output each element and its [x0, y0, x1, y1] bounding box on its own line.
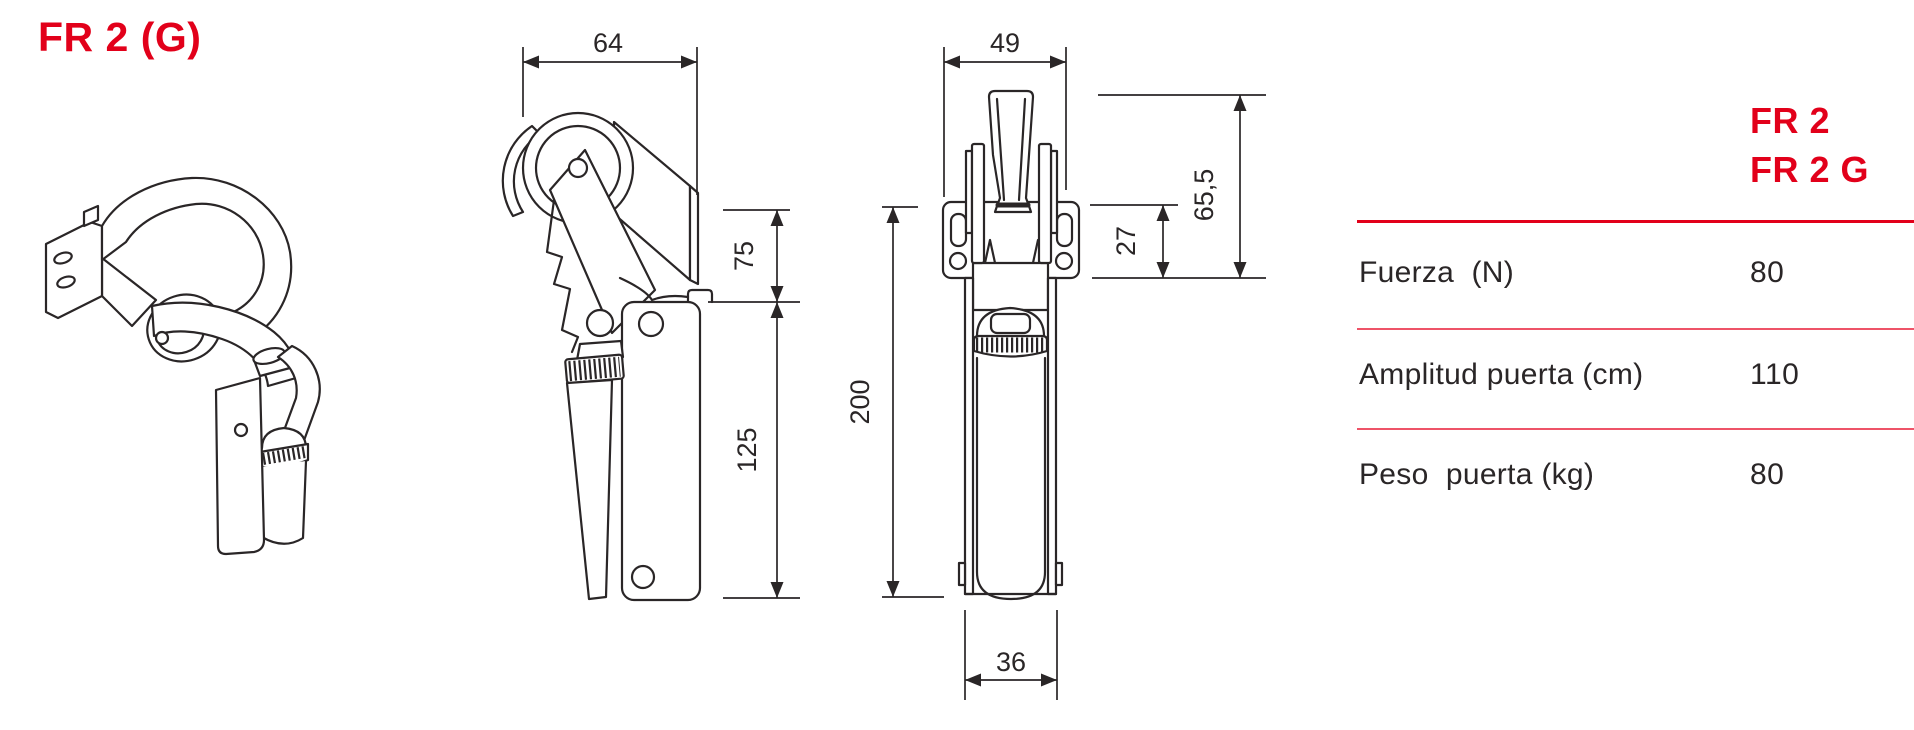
dim-front-upper-height: 65,5 [1189, 169, 1219, 222]
spec-row-label: Peso puerta (kg) [1359, 458, 1595, 491]
dim-side-upper-height: 75 [729, 241, 759, 271]
spec-row-value: 110 [1750, 358, 1800, 391]
door-flap-edge [688, 184, 700, 286]
dim-front-total-height: 200 [845, 379, 875, 424]
pictorial-wall-plate [44, 220, 104, 320]
technical-drawing-canvas: 64 75 125 49 200 65,5 27 36 [44, 28, 1266, 700]
spec-row-value: 80 [1750, 458, 1785, 491]
dim-front-width: 49 [990, 28, 1020, 58]
side-view-drawing [501, 111, 714, 602]
mount-plate-hole [233, 422, 249, 438]
plate-slot-hole [53, 251, 73, 265]
dim-front-bottom-width: 36 [996, 647, 1026, 677]
model-name-line2: FR 2 G [1750, 149, 1870, 190]
cap-knob [989, 312, 1032, 335]
body-block [971, 261, 1050, 312]
dimension-labels: 64 75 125 49 200 65,5 27 36 [593, 28, 1219, 677]
dimension-lines [522, 47, 1266, 700]
mount-plate-front [214, 376, 266, 556]
spec-row-label: Fuerza (N) [1359, 256, 1514, 289]
plate-hole-top [637, 310, 665, 338]
model-name-line1: FR 2 [1750, 100, 1831, 141]
piston-rod [565, 378, 614, 601]
bottom-tab-left [957, 561, 967, 587]
link-curve [618, 276, 690, 302]
pictorial-gusset [100, 256, 158, 328]
hinge-plate-left [970, 142, 986, 265]
knurl-hatching [568, 356, 621, 382]
rail-right [1046, 276, 1058, 596]
link-pivot-hole [154, 330, 170, 346]
wheel-guard [501, 124, 542, 218]
lever-arm-front [987, 89, 1035, 214]
dim-front-plate-drop: 27 [1111, 226, 1141, 256]
spec-table: FR 2 FR 2 G Fuerza (N) 80 Amplitud puert… [1357, 0, 1914, 730]
cylinder-dome [260, 426, 308, 450]
channel-plate [620, 300, 702, 602]
page-title: FR 2 (G) [38, 14, 202, 60]
lower-pivot [585, 308, 615, 338]
hinge-plate-right [1037, 142, 1053, 265]
plate-slot-hole [56, 275, 76, 289]
pictorial-plate-tab [82, 204, 100, 228]
pictorial-drawing [44, 176, 321, 556]
front-view-drawing [941, 89, 1081, 601]
rail-left [963, 276, 975, 596]
knurl-hatching [262, 446, 306, 465]
spec-row-value: 80 [1750, 256, 1785, 289]
casting-steps [545, 198, 580, 354]
spec-row-label: Amplitud puerta (cm) [1359, 358, 1644, 391]
table-row-rule [1357, 328, 1914, 330]
cylinder-body [260, 459, 308, 545]
wheel-pivot-hole [567, 157, 589, 179]
spec-table-column-header: FR 2 FR 2 G [1750, 96, 1869, 194]
plate-hole-right [1054, 251, 1074, 271]
cylinder-body [975, 356, 1047, 601]
dim-side-lower-height: 125 [732, 427, 762, 472]
plate-hole-left [948, 251, 968, 271]
dimension-arrowheads [523, 55, 1247, 687]
bottom-tab-right [1054, 561, 1064, 587]
table-row-rule [1357, 428, 1914, 430]
arm-inner-lines [995, 97, 1027, 202]
dim-side-width: 64 [593, 28, 623, 58]
plate-hook [686, 288, 714, 304]
table-header-rule [1357, 220, 1914, 223]
plate-hole-bottom [630, 564, 656, 590]
